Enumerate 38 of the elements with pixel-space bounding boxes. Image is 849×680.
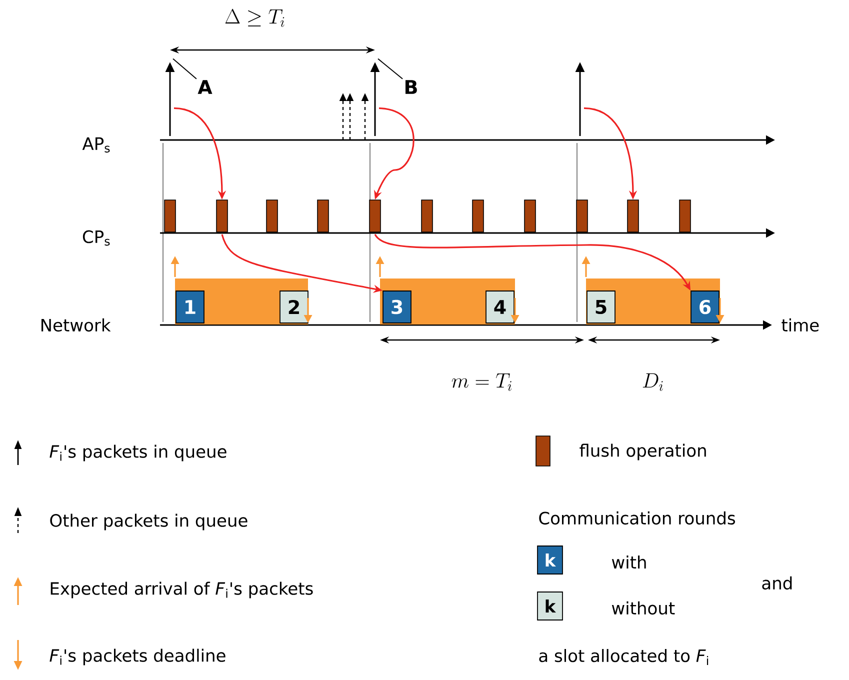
- axis-label: time: [782, 318, 819, 332]
- flush-bar: [216, 200, 228, 232]
- flush-bar: [369, 200, 381, 232]
- dimension-label: $m = T_i$: [452, 373, 512, 391]
- legend-heading: Communication rounds: [539, 511, 736, 525]
- flush-bar: [576, 200, 588, 232]
- flush-bar: [421, 200, 433, 232]
- round-box: 3: [382, 290, 412, 324]
- axis-label: CP$_{s}$: [82, 230, 110, 246]
- round-box: 4: [486, 290, 514, 324]
- legend-text: F$_{i}$'s packets in queue: [50, 444, 226, 462]
- flush-bar: [164, 200, 176, 232]
- flush-bar: [679, 200, 691, 232]
- legend-text: Expected arrival of F$_{i}$'s packets: [50, 582, 313, 598]
- round-box: 5: [586, 290, 616, 324]
- legend-text: F$_{i}$'s packets deadline: [50, 648, 226, 666]
- flush-bar: [627, 200, 639, 232]
- axis-label: Network: [42, 318, 111, 332]
- round-box: 6: [690, 290, 720, 324]
- flush-bar: [266, 200, 278, 232]
- leader-line: [378, 58, 404, 80]
- point-label: B: [406, 80, 417, 94]
- dimension-label: $\Delta \geq T_i$: [225, 8, 284, 27]
- dimension-label: $D_i$: [642, 373, 663, 391]
- legend-text: a slot allocated to F$_{i}$: [539, 648, 708, 665]
- flush-bar: [472, 200, 484, 232]
- legend-text: without: [612, 601, 675, 615]
- legend-text: Other packets in queue: [50, 514, 248, 530]
- round-box: 1: [176, 290, 204, 324]
- axis-label: AP$_{s}$: [82, 137, 110, 153]
- legend-text: flush operation: [580, 444, 706, 460]
- legend-text: with: [612, 556, 646, 568]
- leader-line: [172, 58, 197, 80]
- flush-bar: [524, 200, 536, 232]
- legend-text: and: [762, 576, 792, 590]
- point-label: A: [198, 80, 212, 94]
- flush-bar: [317, 200, 329, 232]
- round-box: 2: [280, 290, 308, 324]
